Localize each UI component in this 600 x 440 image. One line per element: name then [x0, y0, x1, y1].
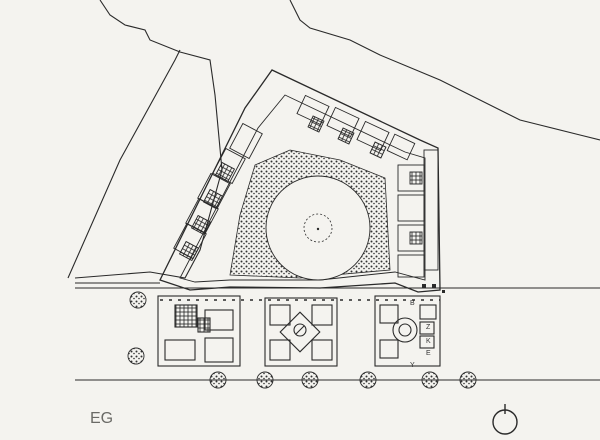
north-wing-units [296, 94, 416, 161]
upper-block [159, 69, 441, 293]
north-arrow-icon [492, 404, 518, 435]
street-lines [67, 0, 600, 381]
west-wing-units [173, 122, 263, 262]
plan-letter-b: B [410, 300, 415, 307]
plan-letter-k: K [426, 338, 431, 345]
pavilion-west [157, 295, 241, 367]
plan-letter-z: Z [426, 324, 431, 331]
entry-markers [422, 284, 445, 293]
pavilion-east [374, 295, 441, 367]
courtyard [229, 149, 391, 281]
east-wing-units [397, 149, 439, 278]
pavilion-center [264, 297, 338, 367]
plan-letter-y: Y [410, 362, 415, 369]
floor-label: EG [90, 410, 114, 427]
plan-letter-e: E [426, 350, 431, 357]
trees [127, 291, 477, 389]
